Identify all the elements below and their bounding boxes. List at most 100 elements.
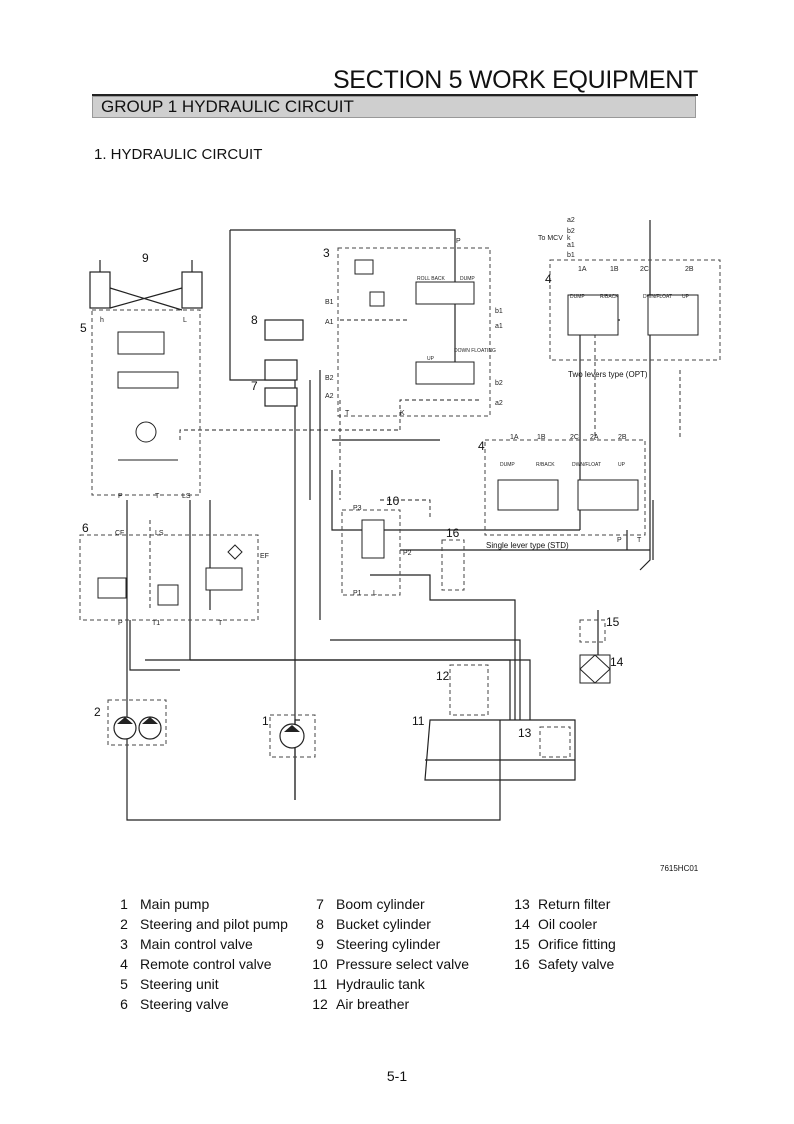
group-title-bar: GROUP 1 HYDRAULIC CIRCUIT — [92, 96, 696, 118]
section-title: SECTION 5 WORK EQUIPMENT — [332, 66, 698, 94]
spool-label: ROLL BACK — [417, 276, 446, 282]
port-label: P — [118, 493, 123, 500]
port-label: LS — [182, 493, 191, 500]
port-label: b2 — [495, 380, 503, 387]
port-label: 2C — [640, 266, 649, 273]
component-number: 11 — [412, 714, 425, 728]
subsection-title: 1. HYDRAULIC CIRCUIT — [94, 146, 263, 163]
component-number: 8 — [251, 313, 258, 327]
port-label: B1 — [325, 299, 334, 306]
component-number: 4 — [478, 439, 485, 453]
component-number: 10 — [386, 494, 400, 508]
component-number: 13 — [518, 726, 532, 740]
port-label: A2 — [325, 393, 334, 400]
port-label: L — [373, 590, 377, 597]
port-label: T — [345, 410, 350, 417]
port-label: T — [637, 537, 642, 544]
port-label: K — [400, 410, 405, 417]
port-label: 2B — [685, 266, 694, 273]
spool-label: DWN/FLOAT — [572, 462, 601, 468]
port-label: 1B — [537, 434, 546, 441]
component-number: 16 — [446, 526, 460, 540]
spool-label: DUMP — [500, 462, 515, 468]
component-numbers: 9 5 6 2 1 3 8 7 10 16 4 4 15 14 12 11 13 — [80, 246, 624, 740]
std-type-label: Single lever type (STD) — [486, 541, 569, 550]
port-labels: h L P T LS CF LS EF P T1 T P B1 A1 B2 A2… — [100, 217, 694, 627]
port-label: k — [567, 235, 571, 242]
component-number: 1 — [262, 714, 269, 728]
spool-label: UP — [682, 294, 690, 300]
port-label: P3 — [353, 505, 362, 512]
port-label: 2C — [570, 434, 579, 441]
port-label: T — [155, 493, 160, 500]
port-label: EF — [260, 553, 269, 560]
opt-type-label: Two levers type (OPT) — [568, 370, 648, 379]
component-number: 9 — [142, 251, 149, 265]
spool-label: R/BACK — [536, 462, 555, 468]
figure-id: 7615HC01 — [660, 864, 699, 873]
group-title: GROUP 1 HYDRAULIC CIRCUIT — [101, 97, 354, 116]
hydraulic-circuit-diagram: 9 5 6 2 1 3 8 7 10 16 4 4 15 14 12 11 13… — [70, 200, 730, 890]
port-label: h — [100, 317, 104, 324]
port-label: b2 — [567, 228, 575, 235]
page-number: 5-1 — [386, 1068, 408, 1084]
component-number: 14 — [610, 655, 624, 669]
component-number: 6 — [82, 521, 89, 535]
component-number: 4 — [545, 272, 552, 286]
port-label: P — [456, 238, 461, 245]
port-label: 2A — [590, 434, 599, 441]
spool-label: UP — [618, 462, 626, 468]
port-label: a1 — [495, 323, 503, 330]
spool-label: DUMP — [570, 294, 585, 300]
port-label: P — [617, 537, 622, 544]
port-label: 1B — [610, 266, 619, 273]
port-label: CF — [115, 530, 124, 537]
port-label: 1A — [578, 266, 587, 273]
port-label: 1A — [510, 434, 519, 441]
component-number: 7 — [251, 379, 258, 393]
port-label: T1 — [152, 620, 160, 627]
port-label: 2B — [618, 434, 627, 441]
port-label: b1 — [567, 252, 575, 259]
port-label: L — [183, 317, 187, 324]
port-label: A1 — [325, 319, 334, 326]
spool-label: R/BACK — [600, 294, 619, 300]
port-label: a2 — [495, 400, 503, 407]
port-label: To MCV — [538, 235, 563, 242]
port-label: b1 — [495, 308, 503, 315]
spool-label: DUMP — [460, 276, 475, 282]
port-label: LS — [155, 530, 164, 537]
component-number: 15 — [606, 615, 620, 629]
component-number: 2 — [94, 705, 101, 719]
spool-label: UP — [427, 356, 435, 362]
port-label: a1 — [567, 242, 575, 249]
port-label: P — [118, 620, 123, 627]
component-number: 3 — [323, 246, 330, 260]
port-label: a2 — [567, 217, 575, 224]
port-label: P2 — [403, 550, 412, 557]
port-label: B2 — [325, 375, 334, 382]
spool-label: DWN/FLOAT — [643, 294, 672, 300]
port-label: P1 — [353, 590, 362, 597]
component-number: 5 — [80, 321, 87, 335]
section-rule — [92, 94, 698, 96]
